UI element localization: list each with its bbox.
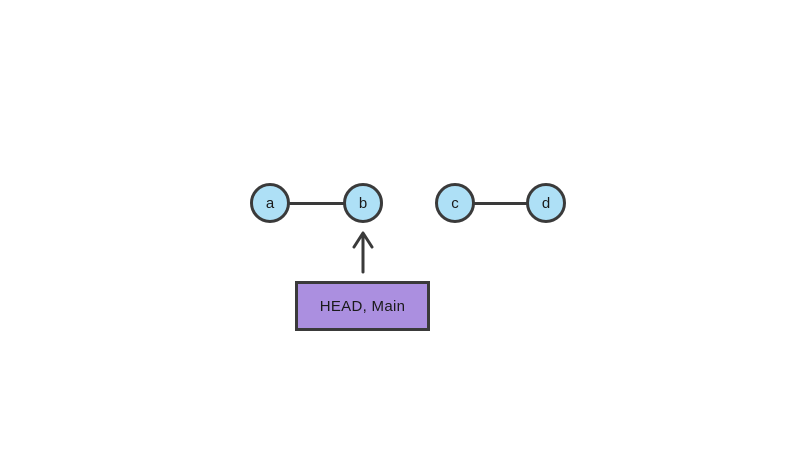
commit-node-a-label: a [265,194,275,212]
commit-node-c: c [435,183,475,223]
commit-node-d: d [526,183,566,223]
arrow-up-icon [352,231,374,274]
commit-node-d-label: d [541,194,551,212]
edge-a-b [288,202,345,205]
head-pointer-box: HEAD, Main [295,281,430,331]
edge-c-d [473,202,528,205]
commit-node-a: a [250,183,290,223]
commit-node-c-label: c [451,194,459,212]
head-pointer-label: HEAD, Main [319,297,406,315]
commit-node-b: b [343,183,383,223]
commit-node-b-label: b [358,194,368,212]
